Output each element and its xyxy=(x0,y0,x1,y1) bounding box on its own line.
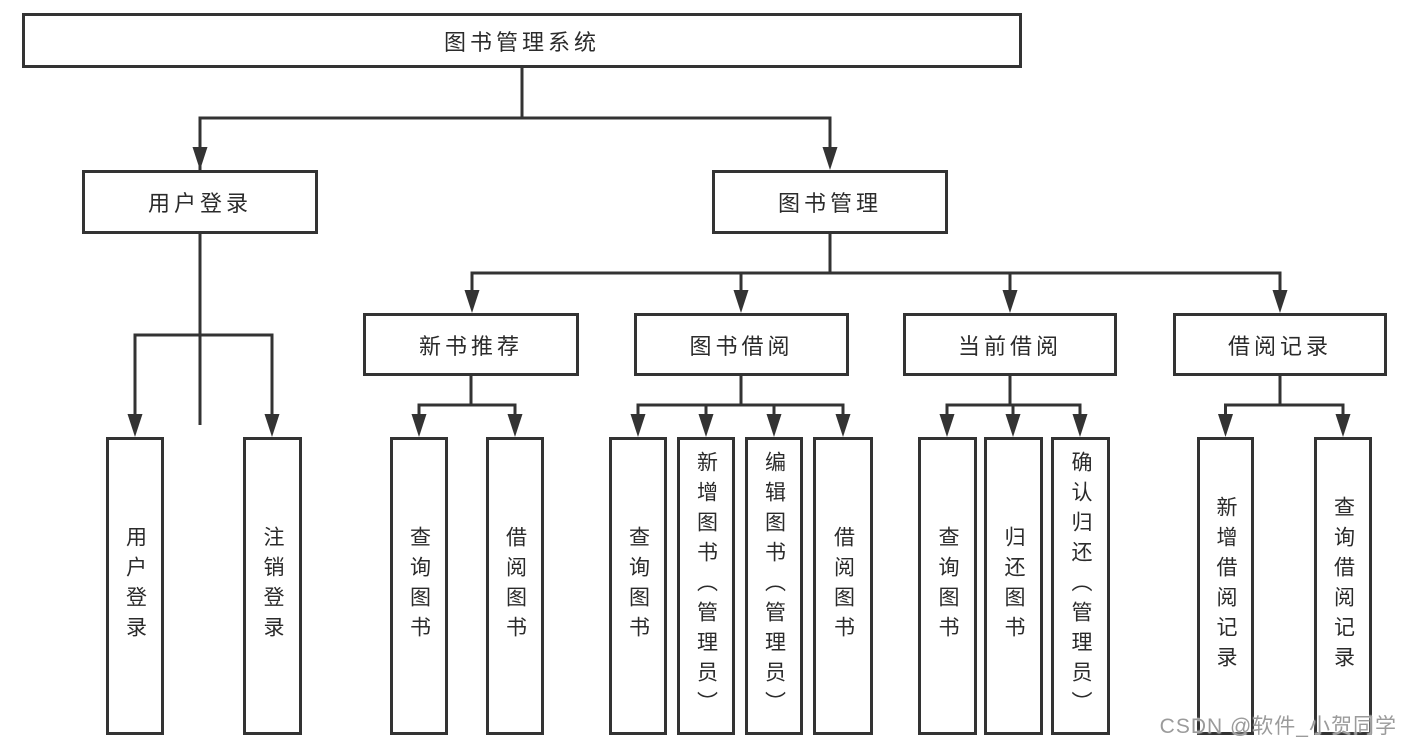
node-borrow-records: 借阅记录 xyxy=(1173,313,1387,376)
connector-bookmgmt-branch xyxy=(470,234,1282,301)
leaf-add-books-admin: 新增图书（管理员） xyxy=(677,437,735,735)
arrowhead xyxy=(835,414,851,437)
leaf-borrow-books-recommend: 借阅图书 xyxy=(486,437,544,735)
node-book-borrowing: 图书借阅 xyxy=(634,313,849,376)
node-library-system: 图书管理系统 xyxy=(22,13,1022,68)
connector-borrow-branch xyxy=(636,376,845,425)
arrowhead xyxy=(411,414,427,437)
arrowhead xyxy=(1218,414,1233,437)
leaf-user-login: 用户登录 xyxy=(106,437,164,735)
leaf-edit-books-admin: 编辑图书（管理员） xyxy=(745,437,803,735)
leaf-query-books-current: 查询图书 xyxy=(918,437,977,735)
arrowhead xyxy=(1272,290,1288,313)
connector-newbook-branch xyxy=(417,376,517,425)
arrowhead xyxy=(1072,414,1088,437)
leaf-logout: 注销登录 xyxy=(243,437,302,735)
leaf-query-books-recommend: 查询图书 xyxy=(390,437,448,735)
node-current-borrowing: 当前借阅 xyxy=(903,313,1117,376)
arrowheads xyxy=(127,147,1351,437)
connector-userlogin-branch xyxy=(133,234,274,425)
arrowhead xyxy=(733,290,749,313)
arrowhead xyxy=(698,414,714,437)
leaf-borrow-books: 借阅图书 xyxy=(813,437,873,735)
csdn-watermark: CSDN @软件_小贺同学 xyxy=(1159,715,1397,738)
arrowhead xyxy=(464,290,480,313)
connector-root-branch xyxy=(198,116,832,158)
arrowhead xyxy=(766,414,782,437)
leaf-query-books-borrow: 查询图书 xyxy=(609,437,667,735)
arrowhead xyxy=(127,414,143,437)
connector-records-branch xyxy=(1224,376,1345,425)
arrowhead xyxy=(264,414,280,437)
arrowhead xyxy=(507,414,523,437)
leaf-confirm-return-admin: 确认归还（管理员） xyxy=(1051,437,1110,735)
arrowhead xyxy=(1335,414,1351,437)
node-book-management: 图书管理 xyxy=(712,170,948,234)
leaf-add-borrow-record: 新增借阅记录 xyxy=(1197,437,1254,735)
arrowhead xyxy=(192,147,208,170)
leaf-query-borrow-record: 查询借阅记录 xyxy=(1314,437,1372,735)
node-new-book-recommend: 新书推荐 xyxy=(363,313,579,376)
leaf-return-books: 归还图书 xyxy=(984,437,1043,735)
arrowhead xyxy=(939,414,955,437)
arrowhead xyxy=(630,414,646,437)
arrowhead xyxy=(822,147,838,170)
arrowhead xyxy=(1005,414,1021,437)
node-user-login: 用户登录 xyxy=(82,170,318,234)
arrowhead xyxy=(1002,290,1018,313)
